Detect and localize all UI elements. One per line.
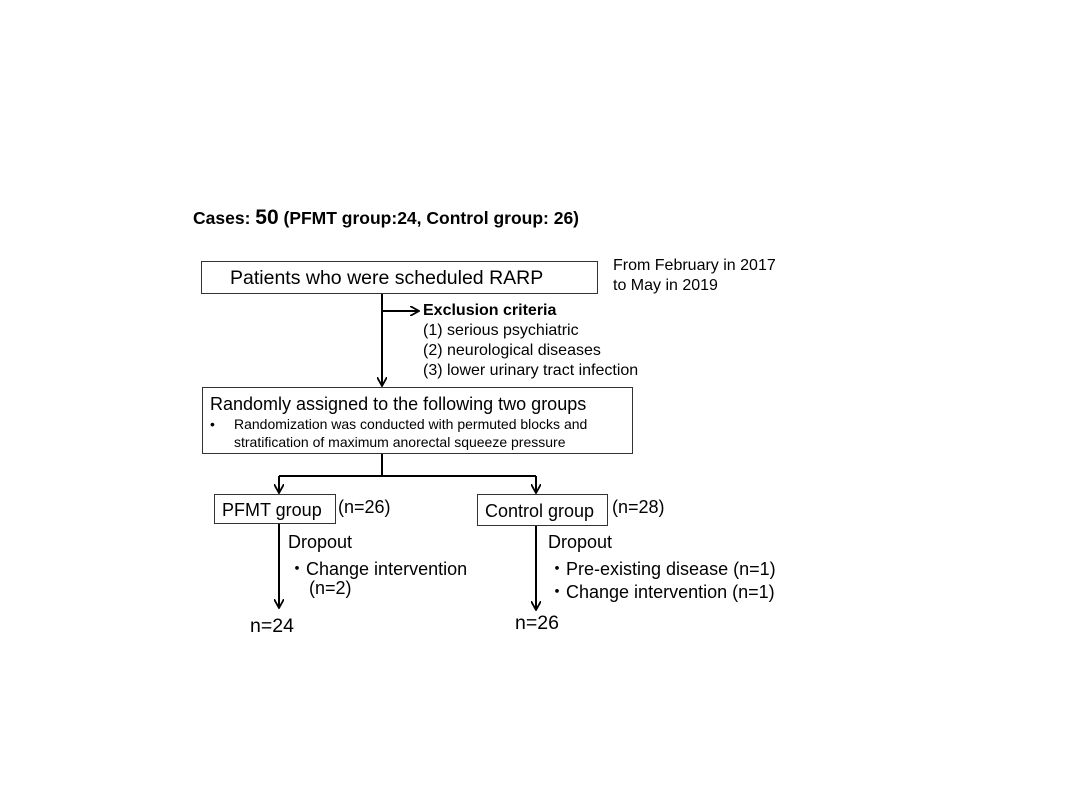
exclusion-title: Exclusion criteria xyxy=(423,302,557,319)
screening-label: Patients who were scheduled RARP xyxy=(230,267,544,289)
randomization-box: Randomly assigned to the following two g… xyxy=(202,387,633,454)
pfmt-final-n: n=24 xyxy=(250,615,294,637)
pfmt-dropout-line-1: ・Change intervention xyxy=(288,559,468,579)
screening-box: Patients who were scheduled RARP xyxy=(201,261,598,294)
randomization-bullet: • xyxy=(210,416,215,432)
exclusion-item-3: (3) lower urinary tract infection xyxy=(423,362,639,379)
control-final-n: n=26 xyxy=(515,612,559,634)
cases-total: 50 xyxy=(255,206,279,229)
exclusion-item-2: (2) neurological diseases xyxy=(423,342,601,359)
period-line-2: to May in 2019 xyxy=(613,277,718,294)
control-dropout-title: Dropout xyxy=(548,532,613,552)
randomization-note-2: stratification of maximum anorectal sque… xyxy=(234,434,566,450)
control-dropout-line-1: ・Pre-existing disease (n=1) xyxy=(548,559,776,579)
control-group-label: Control group xyxy=(485,501,595,521)
exclusion-item-1: (1) serious psychiatric xyxy=(423,322,579,339)
pfmt-group-label: PFMT group xyxy=(222,500,322,520)
pfmt-dropout-title: Dropout xyxy=(288,532,353,552)
pfmt-group-box: PFMT group xyxy=(214,494,336,524)
control-group-n: (n=28) xyxy=(612,497,665,517)
pfmt-group-n: (n=26) xyxy=(338,497,391,517)
cases-detail: (PFMT group:24, Control group: 26) xyxy=(278,208,580,228)
control-group-box: Control group xyxy=(477,494,608,526)
cases-summary: Cases: 50 (PFMT group:24, Control group:… xyxy=(193,206,579,230)
period-line-1: From February in 2017 xyxy=(613,257,776,274)
pfmt-dropout-line-2: (n=2) xyxy=(309,578,352,598)
randomization-note-1: Randomization was conducted with permute… xyxy=(234,416,588,432)
cases-prefix: Cases: xyxy=(193,208,256,228)
randomization-title: Randomly assigned to the following two g… xyxy=(210,394,587,414)
control-dropout-line-2: ・Change intervention (n=1) xyxy=(548,582,775,602)
